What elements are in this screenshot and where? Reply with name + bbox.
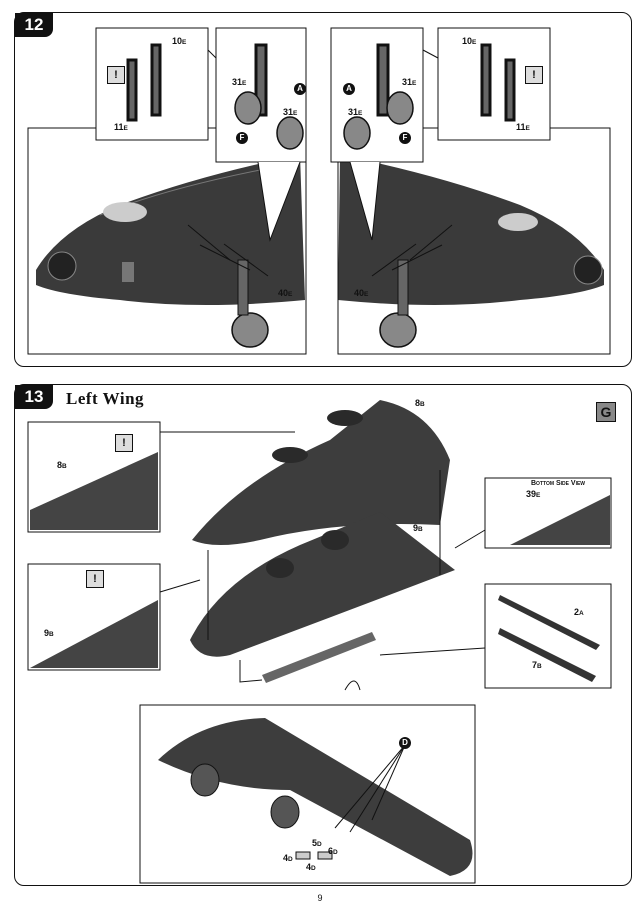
part-label-39e: 39E: [526, 489, 541, 499]
marker-a-icon: A: [343, 83, 355, 95]
part-label-2a: 2A: [574, 607, 584, 617]
section-g-badge: G: [596, 402, 616, 422]
part-label-4d-b: 4D: [306, 862, 316, 872]
bottom-side-view-label: Bottom Side View: [531, 480, 586, 487]
marker-a-icon: A: [294, 83, 306, 95]
step-12-number: 12: [15, 13, 53, 37]
part-label-31e-2: 31E: [283, 107, 298, 117]
caution-icon: !: [115, 434, 133, 452]
part-label-6d: 6D: [328, 846, 338, 856]
marker-f-icon: F: [236, 132, 248, 144]
part-label-11e-right: 11E: [516, 122, 530, 132]
part-label-40e-right: 40E: [354, 288, 369, 298]
part-label-10e-right: 10E: [462, 36, 477, 46]
caution-icon: !: [525, 66, 543, 84]
part-label-8b-inset: 8B: [57, 460, 67, 470]
part-label-31e-4: 31E: [402, 77, 417, 87]
part-label-5d: 5D: [312, 838, 322, 848]
page-number: 9: [317, 893, 323, 903]
part-label-11e-left: 11E: [114, 122, 128, 132]
part-label-9b: 9B: [413, 523, 423, 533]
step-13-title: Left Wing: [66, 389, 145, 408]
part-label-7b: 7B: [532, 660, 542, 670]
part-label-40e-left: 40E: [278, 288, 293, 298]
part-label-31e-3: 31E: [348, 107, 363, 117]
step-13-number: 13: [15, 385, 53, 409]
part-label-9b-inset: 9B: [44, 628, 54, 638]
caution-icon: !: [107, 66, 125, 84]
marker-d-icon: D: [399, 737, 411, 749]
part-label-31e-1: 31E: [232, 77, 247, 87]
part-label-10e-left: 10E: [172, 36, 187, 46]
part-label-8b: 8B: [415, 398, 425, 408]
caution-icon: !: [86, 570, 104, 588]
marker-f-icon: F: [399, 132, 411, 144]
part-label-4d-a: 4D: [283, 853, 293, 863]
